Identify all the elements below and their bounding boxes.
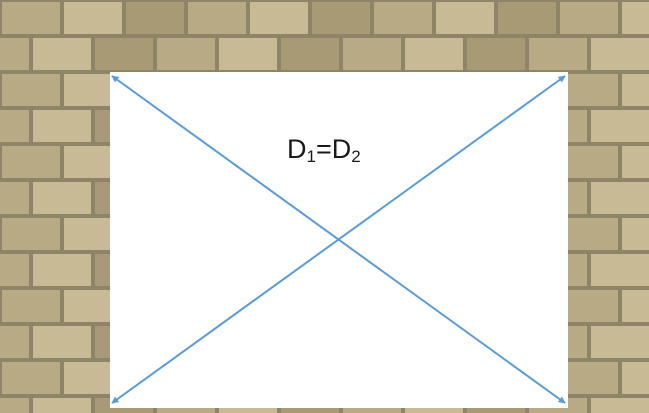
brick xyxy=(560,146,618,178)
brick xyxy=(33,182,91,214)
brick xyxy=(33,38,91,70)
brick xyxy=(560,362,618,394)
brick xyxy=(281,38,339,70)
brick xyxy=(64,2,122,34)
brick xyxy=(529,38,587,70)
brick xyxy=(312,2,370,34)
brick xyxy=(374,2,432,34)
brick xyxy=(0,326,29,358)
d1-subscript: 1 xyxy=(306,147,316,166)
brick xyxy=(436,2,494,34)
brick xyxy=(2,2,60,34)
d2-subscript: 2 xyxy=(351,147,361,166)
brick xyxy=(0,254,29,286)
brick xyxy=(560,290,618,322)
brick xyxy=(622,290,649,322)
brick xyxy=(591,254,649,286)
brick xyxy=(0,182,29,214)
brick xyxy=(405,38,463,70)
brick xyxy=(0,38,29,70)
brick xyxy=(219,38,277,70)
brick xyxy=(126,2,184,34)
d1-letter: D xyxy=(287,134,307,164)
brick xyxy=(2,362,60,394)
brick xyxy=(622,146,649,178)
brick xyxy=(33,326,91,358)
brick xyxy=(591,38,649,70)
brick xyxy=(591,182,649,214)
brick xyxy=(560,218,618,250)
brick xyxy=(2,74,60,106)
brick xyxy=(0,110,29,142)
brick xyxy=(188,2,246,34)
brick xyxy=(0,398,29,413)
brick xyxy=(591,398,649,413)
brick xyxy=(2,218,60,250)
brick xyxy=(560,2,618,34)
brick xyxy=(560,74,618,106)
brick xyxy=(622,218,649,250)
brick xyxy=(622,362,649,394)
brick xyxy=(467,38,525,70)
brick xyxy=(591,110,649,142)
brick xyxy=(33,254,91,286)
brick xyxy=(343,38,401,70)
diagonal-d2 xyxy=(111,75,566,404)
brick xyxy=(498,2,556,34)
equals-sign: = xyxy=(315,134,332,164)
diagonal-equality-label: D1=D2 xyxy=(287,134,361,165)
brick xyxy=(2,146,60,178)
d2-letter: D xyxy=(331,134,352,164)
brick xyxy=(157,38,215,70)
brick xyxy=(250,2,308,34)
brick xyxy=(622,74,649,106)
brick xyxy=(95,38,153,70)
brick xyxy=(33,398,91,413)
brick xyxy=(2,290,60,322)
brick xyxy=(591,326,649,358)
brick xyxy=(622,2,649,34)
brick xyxy=(33,110,91,142)
